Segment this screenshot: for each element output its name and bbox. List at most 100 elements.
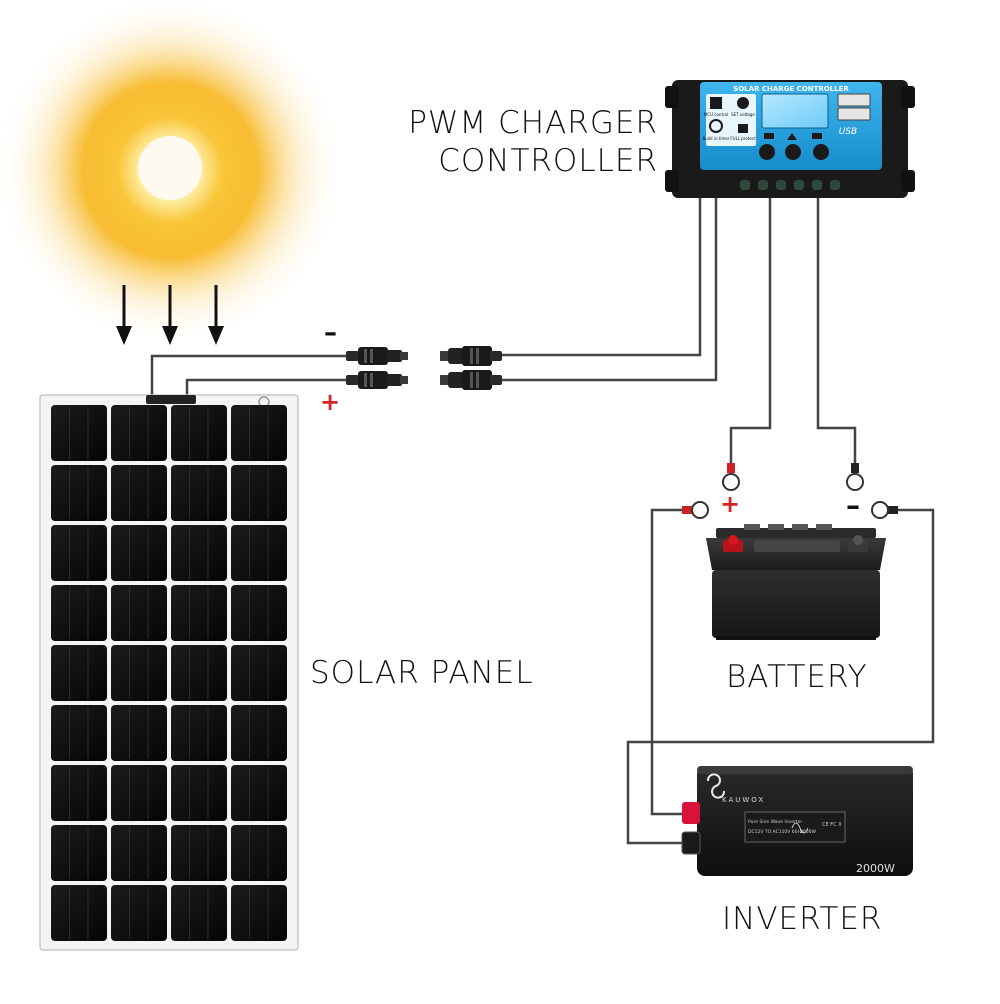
solar-cell (171, 765, 227, 821)
svg-text:SET voltage: SET voltage (731, 112, 755, 117)
solar-panel-label: SOLAR PANEL (310, 655, 534, 691)
solar-cell (171, 645, 227, 701)
solar-cell (111, 525, 167, 581)
solar-cell (231, 705, 287, 761)
battery-label: BATTERY (726, 659, 868, 695)
down-arrow-icon (162, 285, 178, 345)
sun-rays (116, 285, 224, 345)
usb-ports (837, 93, 871, 121)
svg-text:DC12V TO AC110V 60Hz: DC12V TO AC110V 60Hz (748, 829, 804, 835)
battery-negative-lead (816, 198, 857, 468)
solar-cell (111, 405, 167, 461)
solar-cell (51, 765, 107, 821)
svg-text:FULL protect: FULL protect (730, 136, 756, 141)
mc4-connectors-left (346, 347, 408, 389)
solar-cell (231, 825, 287, 881)
gear-icon (737, 97, 749, 109)
inverter-power-label: 2000W (856, 862, 895, 875)
solar-cell (51, 885, 107, 941)
svg-text:MCU control: MCU control (704, 112, 728, 117)
solar-cell (51, 465, 107, 521)
ring-terminal-icon (722, 463, 740, 491)
mc4-connector-icon (440, 346, 502, 366)
solar-cell (111, 645, 167, 701)
wires (150, 198, 935, 845)
solar-cell (231, 645, 287, 701)
inverter-brand: KAUWOX (722, 796, 765, 804)
controller-header: SOLAR CHARGE CONTROLLER (733, 85, 849, 93)
connector-positive-sign: + (320, 388, 341, 416)
mc4-connector-icon (346, 347, 408, 365)
ring-terminal-icon (846, 463, 864, 491)
panel-positive-wire (185, 378, 346, 398)
controller-button (785, 144, 801, 160)
svg-text:2000W: 2000W (800, 829, 816, 835)
solar-cell (231, 525, 287, 581)
inverter-positive-wire (650, 508, 690, 816)
solar-cell (171, 405, 227, 461)
inverter-negative-wire (626, 508, 935, 845)
inverter-spec-plate (744, 811, 846, 843)
controller-label: PWM CHARGER CONTROLLER (400, 104, 658, 180)
solar-cell (171, 825, 227, 881)
mc4-connector-icon (346, 371, 408, 389)
solar-cell (171, 525, 227, 581)
usb-label: USB (839, 127, 857, 137)
solar-cell (51, 825, 107, 881)
solar-cell (171, 705, 227, 761)
sine-wave-icon (791, 822, 809, 834)
solar-cell (171, 465, 227, 521)
cell-corner-gap (104, 458, 114, 468)
solar-cell (51, 405, 107, 461)
battery-positive-lead (729, 198, 772, 468)
ring-terminals (682, 463, 898, 519)
controller-label-line1: PWM CHARGER (408, 105, 658, 141)
solar-cell (111, 885, 167, 941)
cell-corner-gap (224, 458, 234, 468)
solar-cell (231, 405, 287, 461)
battery-negative-post (848, 535, 868, 552)
sun-icon (0, 0, 345, 345)
solar-cell (111, 705, 167, 761)
solar-cell (111, 465, 167, 521)
svg-text:Build in timer: Build in timer (703, 136, 730, 141)
inverter: KAUWOX Pure Sine Wave Inverter DC12V TO … (681, 766, 913, 876)
mc4-connector-icon (440, 370, 502, 390)
junction-box (146, 395, 196, 404)
controller-button (813, 144, 829, 160)
connector-negative-sign: – (324, 318, 337, 348)
ring-terminal-icon (871, 501, 898, 519)
mc4-connectors-right (440, 346, 502, 390)
down-arrow-icon (208, 285, 224, 345)
solar-cell-grid (51, 405, 287, 941)
solar-cell (231, 765, 287, 821)
solar-panel (39, 394, 299, 951)
mcu-control-icon (710, 97, 722, 109)
solar-cell (231, 585, 287, 641)
inverter-negative-terminal (681, 831, 701, 855)
svg-text:Pure Sine Wave Inverter: Pure Sine Wave Inverter (748, 819, 802, 825)
solar-cell (111, 825, 167, 881)
controller-terminals (740, 180, 840, 190)
controller-label-line2: CONTROLLER (438, 143, 658, 179)
controller-button (759, 144, 775, 160)
solar-cell (51, 525, 107, 581)
panel-negative-wire (150, 354, 346, 398)
solar-cell (51, 585, 107, 641)
lock-icon (738, 124, 748, 133)
clock-icon (709, 119, 723, 133)
solar-cell (51, 705, 107, 761)
battery-negative-sign: – (846, 489, 860, 522)
controller-positive-wire (500, 198, 718, 382)
ring-terminal-icon (682, 501, 709, 519)
controller-negative-wire (500, 198, 702, 357)
battery-positive-post (723, 535, 743, 552)
svg-text:CE FC X: CE FC X (822, 822, 842, 828)
solar-cell (171, 585, 227, 641)
solar-cell (171, 885, 227, 941)
battery (706, 524, 886, 640)
kauwox-logo-icon (706, 773, 726, 799)
down-arrow-icon (116, 285, 132, 345)
